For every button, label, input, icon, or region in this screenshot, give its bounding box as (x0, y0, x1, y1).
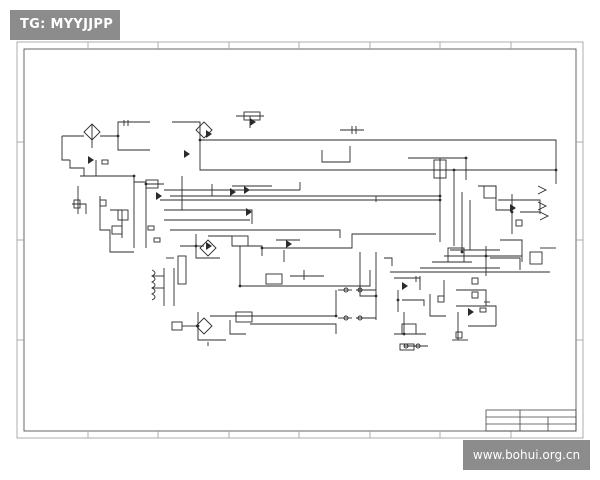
ic-box (483, 185, 497, 199)
bridge-rectifier-1 (83, 123, 101, 141)
ic-box (529, 251, 543, 265)
title-block (485, 409, 577, 432)
ic-box (235, 311, 253, 323)
frame-zone-ticks (17, 42, 583, 438)
ic-box (111, 225, 123, 235)
ic-box (231, 235, 249, 247)
edge-connectors (537, 185, 550, 221)
ic-box (265, 273, 283, 285)
ic-box (117, 209, 129, 221)
bridge-rectifier-3 (199, 239, 217, 257)
schematic-components (73, 111, 543, 351)
ic-box (447, 247, 465, 263)
drawing-frame (16, 41, 584, 439)
transformer-coil (150, 269, 156, 301)
ic-box (433, 159, 447, 179)
telegram-watermark: TG: MYYJJPP (10, 10, 120, 40)
capacitor-marks (123, 120, 490, 307)
ic-box (171, 321, 183, 331)
diodes (88, 118, 516, 316)
schematic-wiring (61, 115, 557, 347)
bridge-rectifier-4 (195, 317, 213, 335)
ic-box (177, 255, 187, 285)
bridge-rectifier-2 (195, 121, 213, 139)
junction-dots (116, 134, 558, 336)
site-watermark: www.bohui.org.cn (463, 440, 590, 470)
ic-box (401, 323, 417, 335)
